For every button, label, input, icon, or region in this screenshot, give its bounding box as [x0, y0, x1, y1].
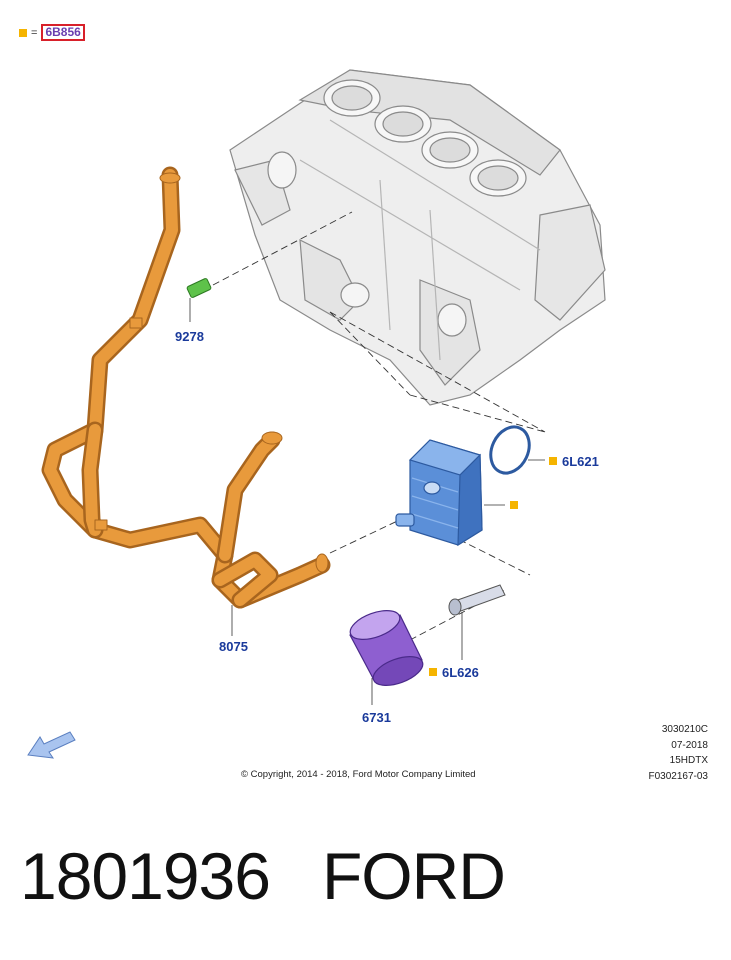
- cooler-gasket: [489, 425, 545, 475]
- diagram-meta: 3030210C 07-2018 15HDTX F0302167-03: [649, 722, 709, 784]
- footer-caption: 1801936 FORD: [20, 838, 506, 914]
- oil-filter: [349, 610, 424, 705]
- parts-diagram: [27, 69, 606, 759]
- meta-line: 3030210C: [661, 724, 708, 735]
- meta-line: F0302167-03: [648, 770, 709, 782]
- temperature-sensor: [186, 278, 212, 322]
- legend-marker-icon: [19, 28, 27, 37]
- copyright-text: © Copyright, 2014 - 2018, Ford Motor Com…: [241, 769, 476, 780]
- brand-name: FORD: [321, 839, 506, 913]
- oil-cooler-hose: [41, 166, 331, 609]
- callout-marker-icon: [549, 457, 557, 465]
- legend: = 6B856: [19, 24, 85, 41]
- engine-block: [229, 69, 606, 406]
- oil-cooler: [395, 439, 505, 547]
- meta-line: 15HDTX: [669, 755, 708, 766]
- meta-line: 07-2018: [671, 739, 708, 751]
- callout-connector: 6L626: [442, 665, 479, 680]
- legend-code: 6B856: [41, 24, 85, 41]
- legend-equals: =: [31, 26, 38, 39]
- callout-gasket: 6L621: [562, 454, 599, 469]
- callout-hose: 8075: [219, 639, 248, 654]
- part-number: 1801936: [20, 839, 271, 913]
- connector-bolt: [448, 584, 506, 660]
- callout-sensor: 9278: [175, 329, 204, 344]
- callout-filter: 6731: [362, 710, 391, 725]
- direction-arrow-icon: [27, 731, 76, 759]
- callout-marker-icon: [429, 668, 437, 676]
- callout-marker-icon: [510, 501, 518, 509]
